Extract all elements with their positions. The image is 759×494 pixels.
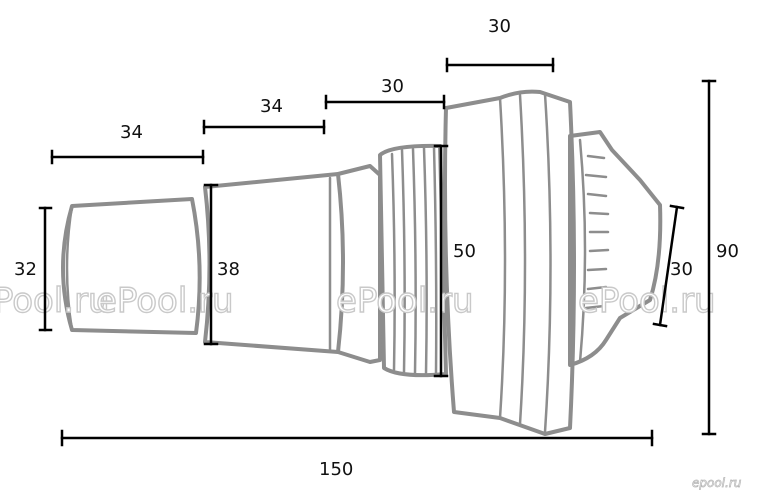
dim-seg2 — [202, 119, 326, 135]
label-seg3: 30 — [381, 76, 404, 97]
label-seg1: 34 — [120, 122, 143, 143]
label-seg2: 34 — [260, 96, 283, 117]
hose-tail-small — [61, 197, 202, 335]
dim-dia-thread — [433, 144, 449, 378]
dim-total-length — [60, 429, 654, 447]
dim-nozzle — [652, 204, 685, 328]
dim-total-height — [701, 79, 717, 436]
logo-text: epool.ru — [692, 476, 742, 490]
label-seg4: 30 — [488, 16, 511, 37]
watermarks: ePool.ru ePool.ru ePool.ru ePool.ru — [0, 280, 716, 321]
thread-body — [378, 143, 448, 378]
watermark-text: ePool.ru — [578, 281, 716, 321]
eyeball-nozzle — [568, 130, 663, 367]
hose-tail-rim — [65, 204, 74, 332]
dimension-lines — [38, 57, 717, 447]
nozzle-inner-edge — [578, 138, 587, 364]
thread-lines — [390, 145, 438, 376]
flange-rim-2 — [518, 93, 527, 426]
label-total-height: 90 — [716, 241, 739, 262]
watermark-text: ePool.ru — [336, 281, 474, 321]
fitting-part — [61, 89, 663, 436]
flange — [443, 89, 576, 436]
dim-dia-small — [38, 206, 53, 332]
dim-dia-mid — [203, 183, 219, 346]
label-dia-small: 32 — [14, 259, 37, 280]
watermark-text: ePool.ru — [96, 281, 234, 321]
dim-seg1 — [50, 149, 205, 165]
dim-seg3 — [324, 94, 446, 110]
dimension-labels: 34 34 30 30 32 38 50 30 90 150 — [14, 16, 739, 480]
label-dia-mid: 38 — [217, 259, 240, 280]
flange-rim-3 — [543, 92, 552, 434]
collar — [336, 164, 382, 364]
dim-seg4 — [445, 57, 555, 73]
label-nozzle: 30 — [670, 259, 693, 280]
label-dia-thread: 50 — [453, 241, 476, 262]
nozzle-slots — [584, 154, 610, 310]
flange-rim-1 — [498, 96, 507, 420]
watermark-text: ePool.ru — [0, 281, 110, 321]
label-total-length: 150 — [319, 459, 353, 480]
